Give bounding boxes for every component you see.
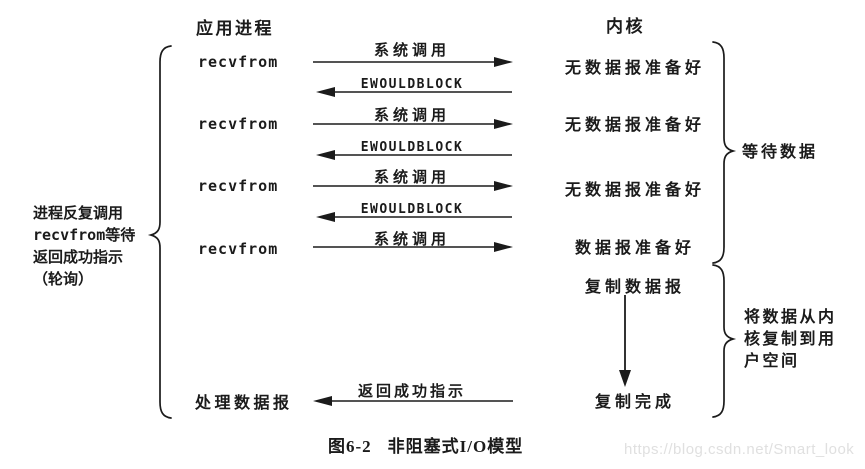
ewouldblock-label-1: EWOULDBLOCK [360,77,464,92]
copy-complete-label: 复制完成 [594,394,675,411]
polling-note-line-4: （轮询） [33,270,94,288]
ewouldblock-arrow-2 [316,150,512,160]
process-datagram-label: 处理数据报 [195,395,293,412]
copy-datagram-label: 复制数据报 [584,279,685,296]
polling-note-line-1: 进程反复调用 [33,204,124,222]
no-datagram-ready-1: 无数据报准备好 [564,60,705,77]
copy-datagram-arrow [619,295,631,387]
recvfrom-call-4: recvfrom [198,240,279,258]
wait-data-brace [712,41,737,264]
polling-note: 进程反复调用 recvfrom等待 返回成功指示 （轮询） [33,202,135,290]
recvfrom-call-3: recvfrom [198,177,279,195]
syscall-arrow-2 [313,119,513,129]
copy-to-user-space-note: 将数据从内 核复制到用 户空间 [744,307,837,373]
ewouldblock-label-2: EWOULDBLOCK [360,140,464,155]
datagram-ready-label: 数据报准备好 [574,240,695,257]
syscall-label-3: 系统调用 [373,169,450,186]
syscall-label-4: 系统调用 [373,231,450,248]
kernel-header: 内核 [606,17,645,36]
polling-brace [147,45,172,419]
no-datagram-ready-2: 无数据报准备好 [564,117,705,134]
wait-for-data-label: 等待数据 [742,144,819,161]
copy-data-brace [712,264,737,418]
recvfrom-call-2: recvfrom [198,115,279,133]
no-datagram-ready-3: 无数据报准备好 [564,182,705,199]
figure-caption: 图6-2 非阻塞式I/O模型 [328,432,523,457]
figure-number: 图6-2 [328,437,372,456]
syscall-label-2: 系统调用 [373,107,450,124]
syscall-label-1: 系统调用 [373,42,450,59]
application-process-header: 应用进程 [196,19,274,38]
figure-title: 非阻塞式I/O模型 [387,437,524,456]
syscall-arrow-1 [313,57,513,67]
copy-note-line-2: 核复制到用 [744,331,837,348]
copy-note-line-3: 户空间 [744,353,800,370]
csdn-watermark: https://blog.csdn.net/Smart_look [624,441,855,458]
polling-note-line-2: recvfrom等待 [33,226,136,244]
ewouldblock-arrow-1 [316,87,512,97]
polling-note-line-3: 返回成功指示 [33,248,124,266]
recvfrom-call-1: recvfrom [198,53,279,71]
ewouldblock-label-3: EWOULDBLOCK [360,202,464,217]
copy-note-line-1: 将数据从内 [744,309,837,326]
ewouldblock-arrow-3 [316,212,512,222]
return-success-arrow [313,396,513,406]
syscall-arrow-3 [313,181,513,191]
syscall-arrow-4 [313,242,513,252]
return-success-label: 返回成功指示 [357,383,466,400]
